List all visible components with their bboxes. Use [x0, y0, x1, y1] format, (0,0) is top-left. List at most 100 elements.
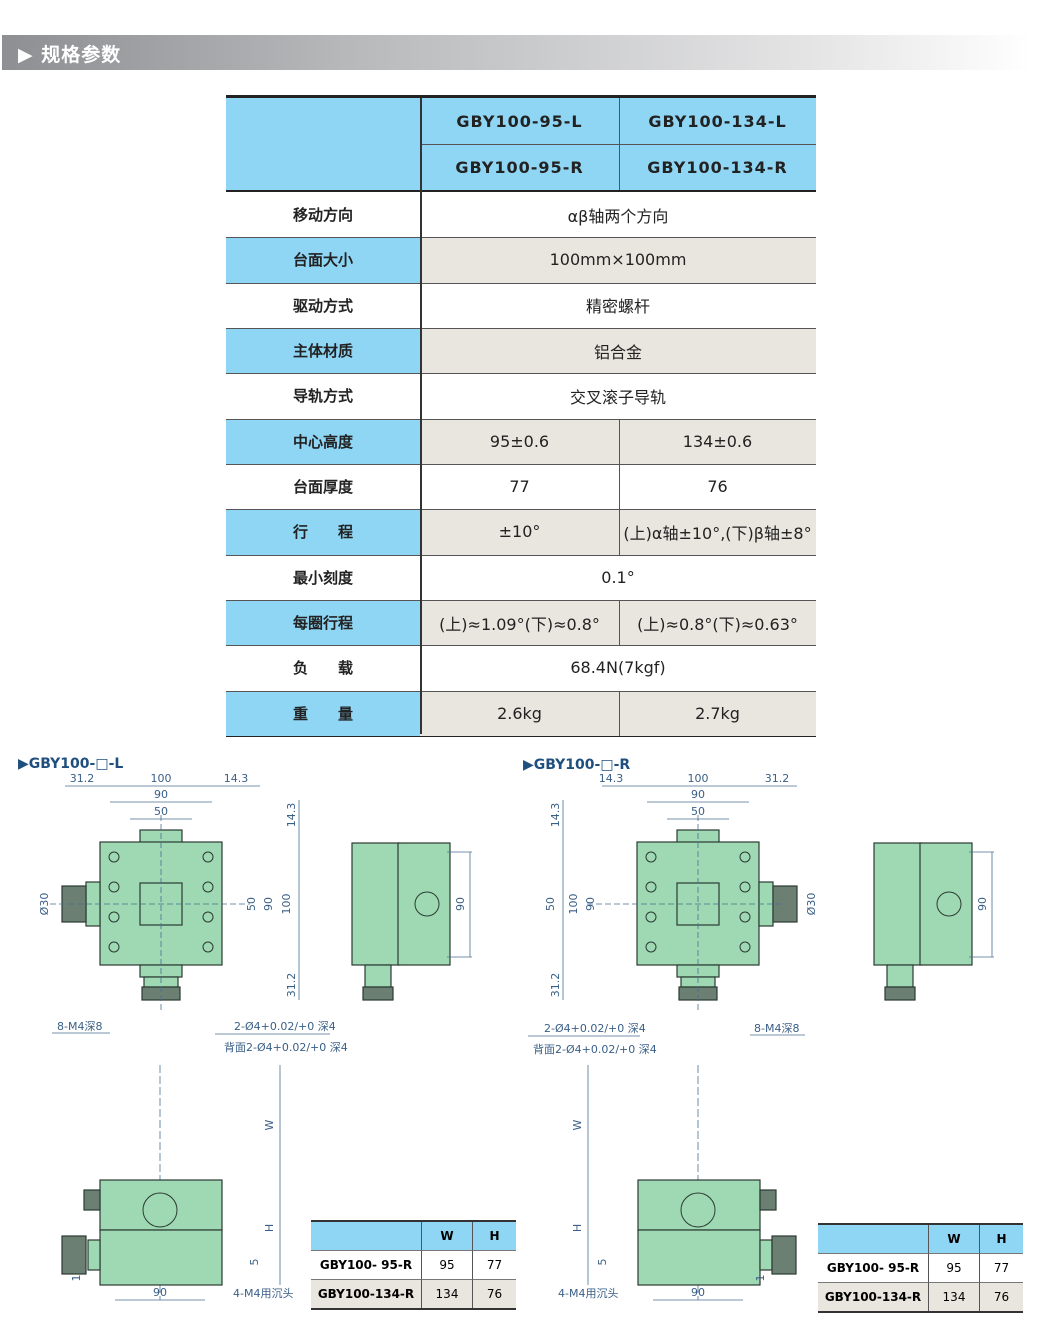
dimension-label: W [571, 1119, 584, 1130]
dimension-label: 31.2 [765, 772, 790, 785]
drawing-note: 8-M4深8 [57, 1020, 102, 1033]
hole [645, 881, 657, 893]
model-header: GBY100-95-L [420, 98, 619, 144]
dimension-label: 50 [544, 897, 557, 911]
stage-side-view [351, 842, 401, 966]
upper-stage [99, 1179, 223, 1231]
dimension-label: 5 [248, 1259, 261, 1266]
dimension-label: 14.3 [599, 772, 624, 785]
spec-value: 100mm×100mm [420, 237, 816, 283]
hole [202, 941, 214, 953]
dimension-label: 90 [454, 897, 467, 911]
hole [739, 881, 751, 893]
wh-w: 134 [421, 1279, 472, 1308]
dimension-label: 14.3 [285, 803, 298, 828]
wh-header: H [979, 1225, 1023, 1253]
dimension-label: 90 [976, 897, 989, 911]
model-header: GBY100-134-L [619, 98, 816, 144]
header-corner [226, 98, 420, 190]
model-header: GBY100-95-R [420, 144, 619, 190]
upper-stage [637, 1179, 761, 1231]
dimension-label: 50 [691, 805, 705, 818]
wh-model: GBY100- 95-R [818, 1253, 928, 1282]
drawing-note: 2-Ø4+0.02/+0 深4 [544, 1022, 646, 1035]
spec-label: 驱动方式 [292, 296, 353, 315]
wh-header: H [472, 1222, 516, 1250]
wh-model: GBY100-134-R [818, 1282, 928, 1311]
dimension-label: 100 [567, 894, 580, 915]
drawing-note: 背面2-Ø4+0.02/+0 深4 [533, 1042, 657, 1056]
wh-header: W [928, 1225, 979, 1253]
dimension-label: 100 [151, 772, 172, 785]
dimension-label: 90 [691, 788, 705, 801]
hole [645, 941, 657, 953]
wh-model: GBY100-134-R [311, 1279, 421, 1308]
spec-label: 导轨方式 [292, 387, 353, 406]
drawing-left-title: ▶GBY100-□-L [18, 756, 124, 772]
hole [739, 911, 751, 923]
drawing-right-title: ▶GBY100-□-R [523, 757, 631, 773]
hole [202, 911, 214, 923]
hole [645, 851, 657, 863]
stage-side-view [873, 842, 923, 966]
hole [645, 911, 657, 923]
dimension-label: 31.2 [285, 973, 298, 998]
dimension-label: 50 [245, 897, 258, 911]
dimension-label: 90 [691, 1286, 705, 1299]
hole [739, 941, 751, 953]
wh-header: W [421, 1222, 472, 1250]
wh-h: 76 [979, 1282, 1023, 1311]
hole [142, 1192, 178, 1228]
wh-w: 134 [928, 1282, 979, 1311]
spec-value: 2.7kg [619, 690, 816, 736]
hole [414, 891, 440, 917]
spec-label: 主体材质 [226, 327, 420, 374]
spec-value: ±10° [420, 509, 619, 555]
dimension-label: 50 [154, 805, 168, 818]
dimension-label: 90 [584, 897, 597, 911]
drawing-note: 2-Ø4+0.02/+0 深4 [234, 1020, 336, 1033]
spec-value: 精密螺杆 [585, 297, 650, 317]
side-knob [364, 964, 392, 988]
spec-label: 负 载 [292, 659, 353, 678]
hole [108, 881, 120, 893]
spec-value: (上)≈1.09°(下)≈0.8° [420, 599, 619, 646]
spec-value: 交叉滚子导轨 [569, 387, 666, 407]
spec-value: 0.1° [601, 567, 635, 587]
side-knob-head [362, 986, 394, 1001]
spec-label: 重 量 [226, 690, 420, 736]
drawing-note: 8-M4深8 [754, 1022, 799, 1035]
wh-h: 76 [472, 1279, 516, 1308]
spec-value: 76 [707, 477, 728, 497]
spec-label: 移动方向 [292, 206, 353, 225]
dimension-label: Ø30 [38, 893, 51, 916]
hole [108, 941, 120, 953]
dimension-label: 31.2 [549, 973, 562, 998]
spec-value: 134±0.6 [619, 418, 816, 464]
hole [202, 881, 214, 893]
hole [680, 1192, 716, 1228]
section-banner: ▶ 规格参数 [2, 35, 1032, 70]
lower-stage [99, 1229, 223, 1286]
spec-label: 台面大小 [226, 237, 420, 283]
spec-value: αβ轴两个方向 [567, 206, 669, 226]
dimension-label: H [571, 1224, 584, 1232]
hole [108, 851, 120, 863]
dimension-label: 90 [262, 897, 275, 911]
drawing-note: 4-M4用沉头 [233, 1287, 293, 1300]
spec-value: 铝合金 [420, 327, 816, 374]
stage-side-view-right [919, 842, 973, 966]
side-knob-head [884, 986, 916, 1001]
dimension-label: 90 [154, 788, 168, 801]
lower-knob [771, 1235, 797, 1275]
dimension-label: 31.2 [70, 772, 95, 785]
dimension-label: 100 [280, 894, 293, 915]
spec-value: (上)α轴±10°,(下)β轴±8° [619, 509, 816, 555]
spec-value: 2.6kg [420, 690, 619, 736]
dimension-label: 5 [596, 1259, 609, 1266]
drawing-note: 背面2-Ø4+0.02/+0 深4 [224, 1040, 348, 1054]
spec-value: 95±0.6 [420, 418, 619, 464]
